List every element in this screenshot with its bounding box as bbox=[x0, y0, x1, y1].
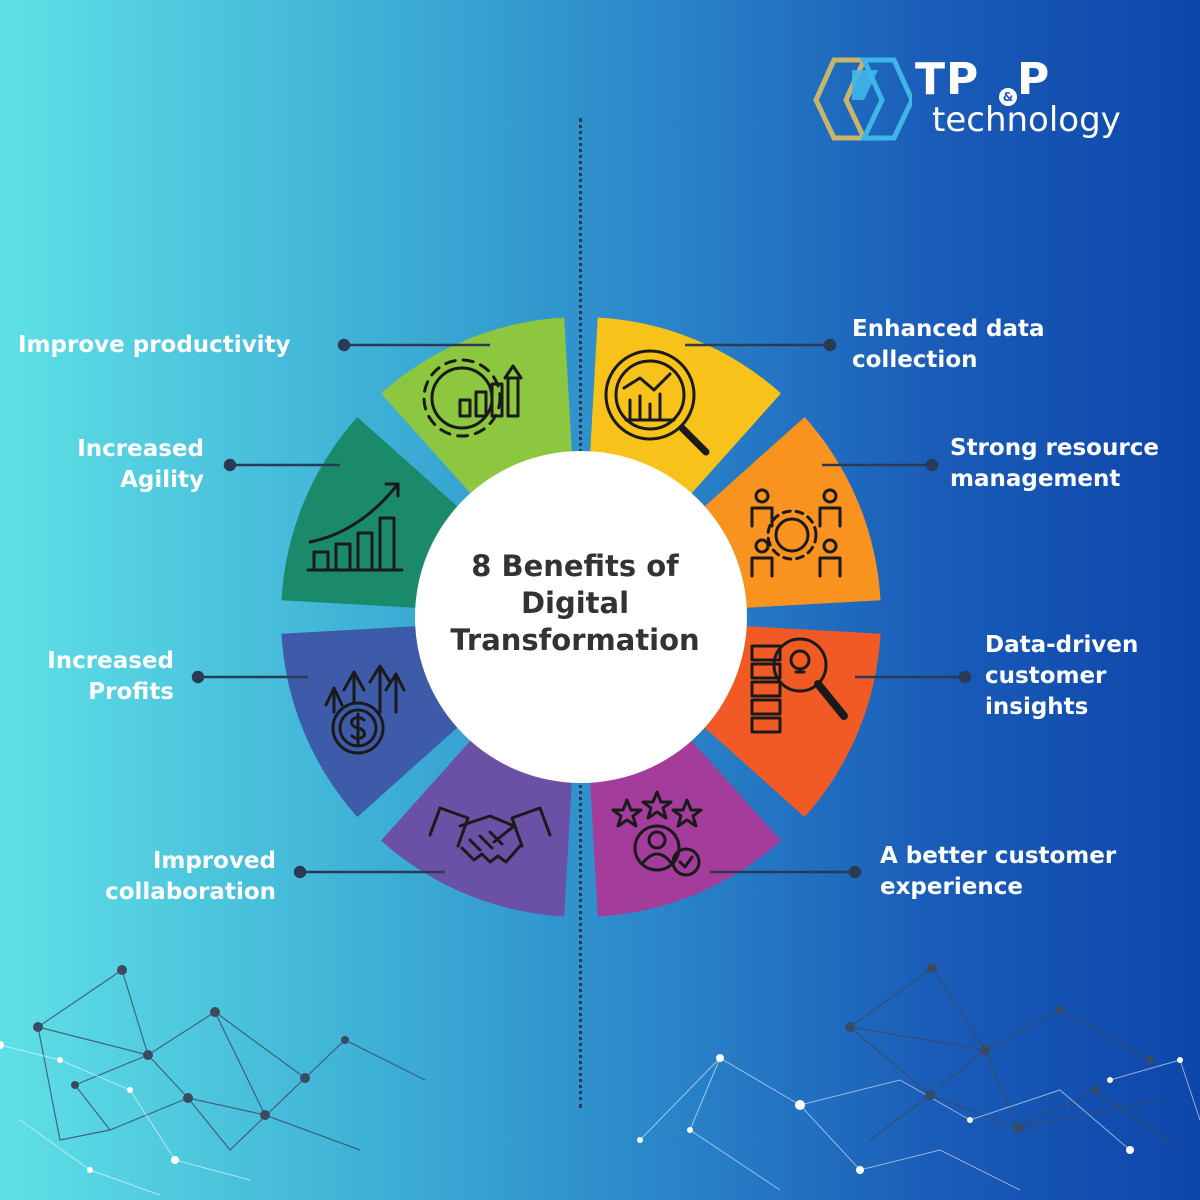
company-logo: TP & P technology bbox=[812, 50, 1122, 145]
label-improved-collaboration: Improved collaboration bbox=[105, 848, 276, 905]
logo-ampersand: & bbox=[999, 88, 1017, 106]
logo-text-technology: technology bbox=[932, 100, 1121, 140]
title-line-3: Transformation bbox=[450, 623, 700, 657]
label-strong-resource-management: Strong resource management bbox=[950, 435, 1159, 492]
people-gear-icon bbox=[750, 488, 842, 578]
connector-lines bbox=[191, 338, 972, 879]
label-data-driven-insights: Data-driven customer insights bbox=[985, 632, 1139, 720]
title-line-2: Digital bbox=[520, 586, 630, 620]
segment-data-driven-insights bbox=[692, 625, 881, 817]
segment-improved-collaboration bbox=[381, 728, 573, 917]
lightbulb-server-icon bbox=[750, 637, 848, 734]
stars-user-check-icon bbox=[611, 790, 703, 877]
label-improve-productivity: Improve productivity bbox=[18, 332, 291, 358]
logo-mark-icon bbox=[813, 57, 915, 141]
label-increased-profits: Increased Profits bbox=[47, 648, 174, 705]
title-line-1: 8 Benefits of bbox=[471, 549, 679, 583]
magnifier-chart-icon bbox=[604, 349, 710, 456]
handshake-icon bbox=[428, 806, 552, 864]
label-increased-agility: Increased Agility bbox=[77, 436, 204, 493]
logo-text-tp: TP bbox=[915, 54, 980, 105]
growth-chart-icon bbox=[306, 482, 404, 572]
logo-text-p: P bbox=[1017, 54, 1050, 105]
center-circle bbox=[415, 451, 747, 783]
diagram-title: 8 Benefits of Digital Transformation bbox=[417, 548, 733, 659]
gear-bar-chart-icon bbox=[422, 358, 523, 438]
label-better-customer-experience: A better customer experience bbox=[880, 843, 1117, 900]
dollar-arrows-icon bbox=[324, 664, 406, 755]
label-enhanced-data-collection: Enhanced data collection bbox=[852, 316, 1045, 373]
